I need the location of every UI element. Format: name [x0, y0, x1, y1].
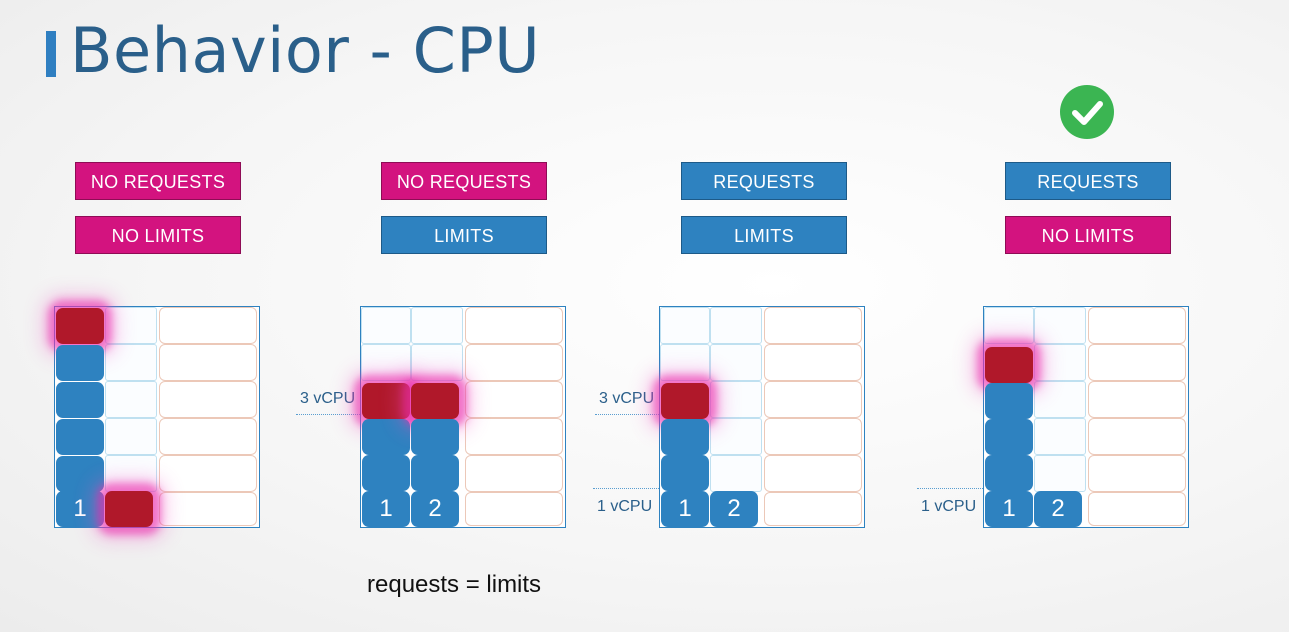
request-line [593, 488, 659, 489]
cpu-block [411, 419, 459, 455]
grid-cell-right [1088, 344, 1186, 381]
grid-cell-right [159, 455, 257, 492]
grid-cell-right [764, 418, 862, 455]
grid-cell-right [1088, 455, 1186, 492]
scenario-2-requests-label: NO REQUESTS [381, 162, 547, 200]
cpu-block [985, 383, 1033, 419]
title-accent-bar [46, 31, 56, 77]
scenario-3-request-marker: 1 vCPU [597, 498, 653, 515]
grid-cell [1034, 455, 1086, 492]
scenario-3-cpu-grid: 1 2 [659, 306, 865, 528]
limit-line [595, 414, 659, 415]
cpu-block [56, 345, 104, 381]
pod-2-block: 2 [1034, 491, 1082, 527]
cpu-block [56, 456, 104, 492]
pod-1-block: 1 [362, 491, 410, 527]
scenario-3-limits-label: LIMITS [681, 216, 847, 254]
scenario-3-requests-label: REQUESTS [681, 162, 847, 200]
cpu-block [985, 419, 1033, 455]
scenario-3-limit-marker: 3 vCPU [599, 390, 655, 407]
grid-cell [660, 344, 710, 381]
grid-cell [105, 307, 157, 344]
grid-cell [105, 344, 157, 381]
scenario-1-cpu-grid: 1 [54, 306, 260, 528]
grid-cell [710, 307, 762, 344]
cpu-block [411, 455, 459, 491]
request-line [917, 488, 983, 489]
grid-cell-right [465, 344, 563, 381]
grid-cell [411, 344, 463, 381]
grid-cell-right [159, 418, 257, 455]
grid-cell-right [764, 344, 862, 381]
page-title: Behavior - CPU [70, 14, 541, 87]
grid-cell [105, 418, 157, 455]
pod-1-block: 1 [985, 491, 1033, 527]
grid-cell-right [159, 492, 257, 526]
cpu-block-extra [985, 347, 1033, 383]
grid-cell [105, 381, 157, 418]
cpu-block [56, 419, 104, 455]
cpu-block [362, 419, 410, 455]
grid-cell-right [1088, 381, 1186, 418]
grid-cell [1034, 418, 1086, 455]
grid-cell-right [764, 455, 862, 492]
cpu-block-throttled [661, 383, 709, 419]
scenario-1-limits-label: NO LIMITS [75, 216, 241, 254]
grid-cell [1034, 344, 1086, 381]
grid-cell-right [764, 307, 862, 344]
grid-cell [660, 307, 710, 344]
grid-cell [984, 307, 1034, 344]
scenario-4-cpu-grid: 1 2 [983, 306, 1189, 528]
scenario-1-requests-label: NO REQUESTS [75, 162, 241, 200]
cpu-block-overuse [56, 308, 104, 344]
cpu-block [56, 382, 104, 418]
pod-2-block: 2 [710, 491, 758, 527]
scenario-2-cpu-grid: 1 2 [360, 306, 566, 528]
grid-cell [361, 307, 411, 344]
grid-cell-right [764, 492, 862, 526]
pod-2-block-starved [105, 491, 153, 527]
scenario-2-limit-marker: 3 vCPU [300, 390, 356, 407]
grid-cell [710, 455, 762, 492]
grid-cell-right [1088, 418, 1186, 455]
grid-cell [1034, 381, 1086, 418]
grid-cell-right [465, 381, 563, 418]
cpu-block [661, 455, 709, 491]
scenario-4-limits-label: NO LIMITS [1005, 216, 1171, 254]
grid-cell-right [465, 307, 563, 344]
grid-cell [710, 418, 762, 455]
caption-requests-equals-limits: requests = limits [367, 571, 542, 598]
grid-cell [411, 307, 463, 344]
scenario-4-request-marker: 1 vCPU [921, 498, 977, 515]
grid-cell-right [764, 381, 862, 418]
scenario-4-requests-label: REQUESTS [1005, 162, 1171, 200]
grid-cell-right [159, 381, 257, 418]
check-circle-icon [1060, 85, 1114, 139]
cpu-block [985, 455, 1033, 491]
pod-1-block: 1 [661, 491, 709, 527]
pod-1-block: 1 [56, 491, 104, 527]
grid-cell-right [465, 492, 563, 526]
grid-cell-right [1088, 307, 1186, 344]
limit-line [296, 414, 360, 415]
grid-cell-right [1088, 492, 1186, 526]
grid-cell-right [465, 418, 563, 455]
pod-2-block: 2 [411, 491, 459, 527]
cpu-block [362, 455, 410, 491]
cpu-block-throttled [411, 383, 459, 419]
cpu-block [661, 419, 709, 455]
grid-cell [710, 381, 762, 418]
grid-cell [1034, 307, 1086, 344]
grid-cell [105, 455, 157, 492]
cpu-block-throttled [362, 383, 410, 419]
grid-cell-right [159, 307, 257, 344]
grid-cell-right [465, 455, 563, 492]
grid-cell [710, 344, 762, 381]
scenario-2-limits-label: LIMITS [381, 216, 547, 254]
grid-cell-right [159, 344, 257, 381]
grid-cell [361, 344, 411, 381]
